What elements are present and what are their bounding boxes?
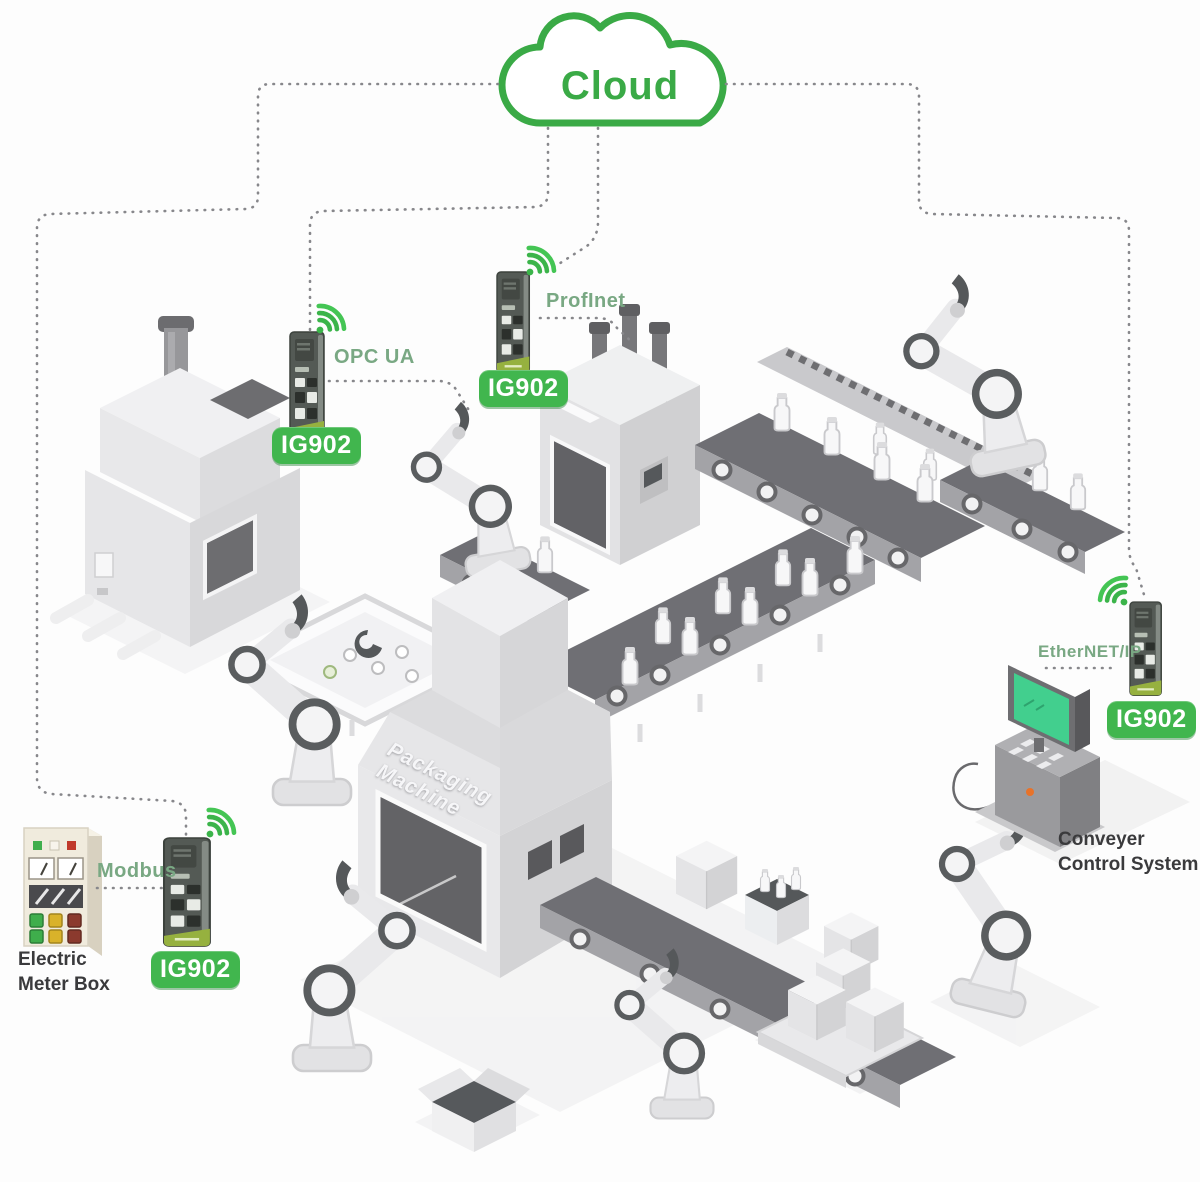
open-box-bottles xyxy=(745,866,809,945)
conveyor-control-label-line1: Conveyer xyxy=(1058,829,1145,850)
network-links xyxy=(35,82,1147,890)
protocol-label-profinet: ProfInet xyxy=(546,290,626,312)
cloud-label: Cloud xyxy=(560,64,680,108)
gateway-badge-profinet: IG902 xyxy=(479,370,568,407)
link-cloud-opcua xyxy=(308,126,550,333)
cnc-machine xyxy=(50,316,300,660)
conveyor-top-right xyxy=(695,392,985,582)
link-opcua-machine xyxy=(327,379,472,414)
conveyor-middle xyxy=(531,528,875,742)
protocol-label-modbus: Modbus xyxy=(97,860,177,882)
link-cloud-profinet xyxy=(541,126,600,276)
gateway-device-profinet xyxy=(496,271,531,374)
link-cloud-modbus xyxy=(35,82,500,838)
packaging-machine xyxy=(358,560,612,978)
gateway-device-modbus xyxy=(162,836,211,948)
gateway-badge-opc-ua: IG902 xyxy=(272,427,361,464)
pallet-boxes xyxy=(755,947,925,1088)
gateway-badge-ethernet-ip: IG902 xyxy=(1107,701,1196,738)
cloud-icon xyxy=(498,12,727,127)
electric-meter-box-label-line2: Meter Box xyxy=(18,973,110,995)
conveyor-control-console xyxy=(952,665,1105,852)
gateway-badge-modbus: IG902 xyxy=(151,951,240,988)
protocol-label-opc-ua: OPC UA xyxy=(334,346,415,368)
link-profinet-machine xyxy=(538,316,636,346)
console-cable xyxy=(952,762,994,811)
electric-meter-box-label: Electric Meter Box xyxy=(18,948,110,997)
link-cloud-ethernet xyxy=(724,82,1147,600)
conveyor-control-label-line2: Control System xyxy=(1058,853,1199,875)
protocol-label-ethernet-ip: EtherNET/IP xyxy=(1038,642,1142,661)
meter-dials xyxy=(28,857,84,880)
conveyor-control-system-label: Conveyer Control System xyxy=(1058,828,1198,877)
gateway-device-opcua xyxy=(289,331,325,439)
open-empty-box xyxy=(418,1068,530,1152)
console-screen xyxy=(1014,673,1069,745)
conveyor-right-lower xyxy=(940,433,1125,574)
electric-meter-box xyxy=(23,827,102,956)
console-indicator-led xyxy=(1026,788,1034,796)
electric-meter-box-label-line1: Electric xyxy=(18,949,87,970)
meter-buttons xyxy=(29,913,82,944)
